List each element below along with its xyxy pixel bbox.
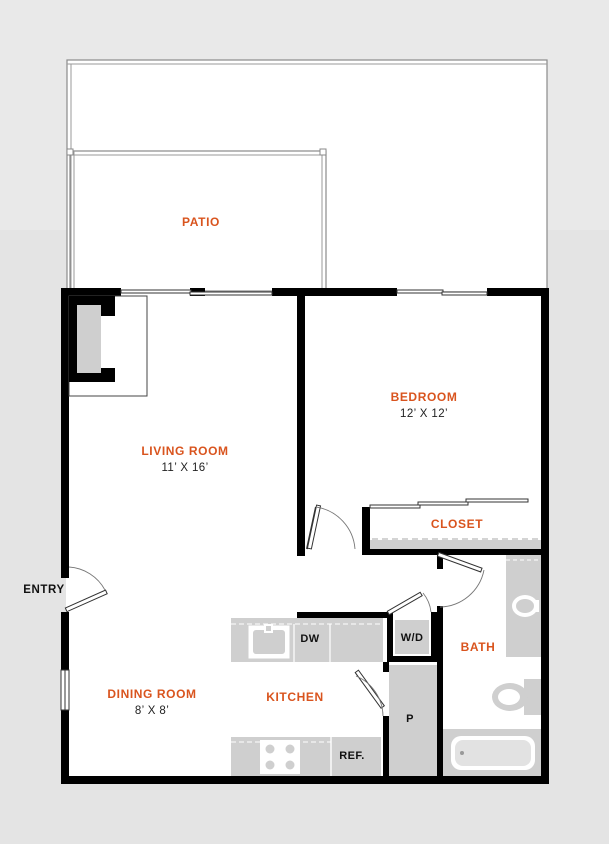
sink-icon bbox=[248, 624, 290, 659]
sliding-doors bbox=[120, 289, 488, 296]
bath-door bbox=[436, 551, 485, 608]
pantry-label: P bbox=[406, 713, 414, 725]
entry-label: ENTRY bbox=[23, 584, 65, 596]
dining-room-size: 8’ X 8’ bbox=[134, 705, 170, 717]
living-room-size: 11’ X 16’ bbox=[161, 462, 209, 474]
kitchen-label: KITCHEN bbox=[266, 690, 324, 704]
dishwasher-label: DW bbox=[300, 633, 320, 645]
entry-door bbox=[64, 566, 108, 613]
vanity-sink-icon bbox=[506, 555, 541, 657]
bedroom-label-group: BEDROOM 12’ X 12’ bbox=[391, 390, 458, 420]
bedroom-label: BEDROOM bbox=[390, 390, 458, 404]
toilet-icon bbox=[492, 679, 541, 715]
walls bbox=[61, 288, 549, 784]
living-room-label-group: LIVING ROOM 11’ X 16’ bbox=[141, 444, 228, 474]
closet-label: CLOSET bbox=[430, 517, 484, 531]
dining-room-label-group: DINING ROOM 8’ X 8’ bbox=[107, 687, 196, 717]
fireplace-icon bbox=[68, 295, 148, 397]
stove-icon bbox=[260, 740, 300, 774]
washer-dryer-label: W/D bbox=[400, 632, 424, 644]
bathtub-icon bbox=[443, 729, 541, 776]
bedroom-door bbox=[306, 504, 356, 550]
patio-label: PATIO bbox=[182, 215, 220, 229]
patio-area bbox=[66, 59, 548, 293]
refrigerator-label: REF. bbox=[339, 750, 365, 762]
dining-room-label: DINING ROOM bbox=[107, 687, 197, 701]
pantry-door bbox=[354, 669, 386, 717]
bedroom-size: 12’ X 12’ bbox=[400, 408, 448, 420]
closet-doors bbox=[369, 498, 541, 549]
washer-dryer-area bbox=[395, 620, 429, 654]
living-room-label: LIVING ROOM bbox=[141, 444, 229, 458]
bath-label: BATH bbox=[460, 640, 496, 654]
wd-door bbox=[386, 591, 432, 616]
pantry-area bbox=[389, 665, 437, 776]
